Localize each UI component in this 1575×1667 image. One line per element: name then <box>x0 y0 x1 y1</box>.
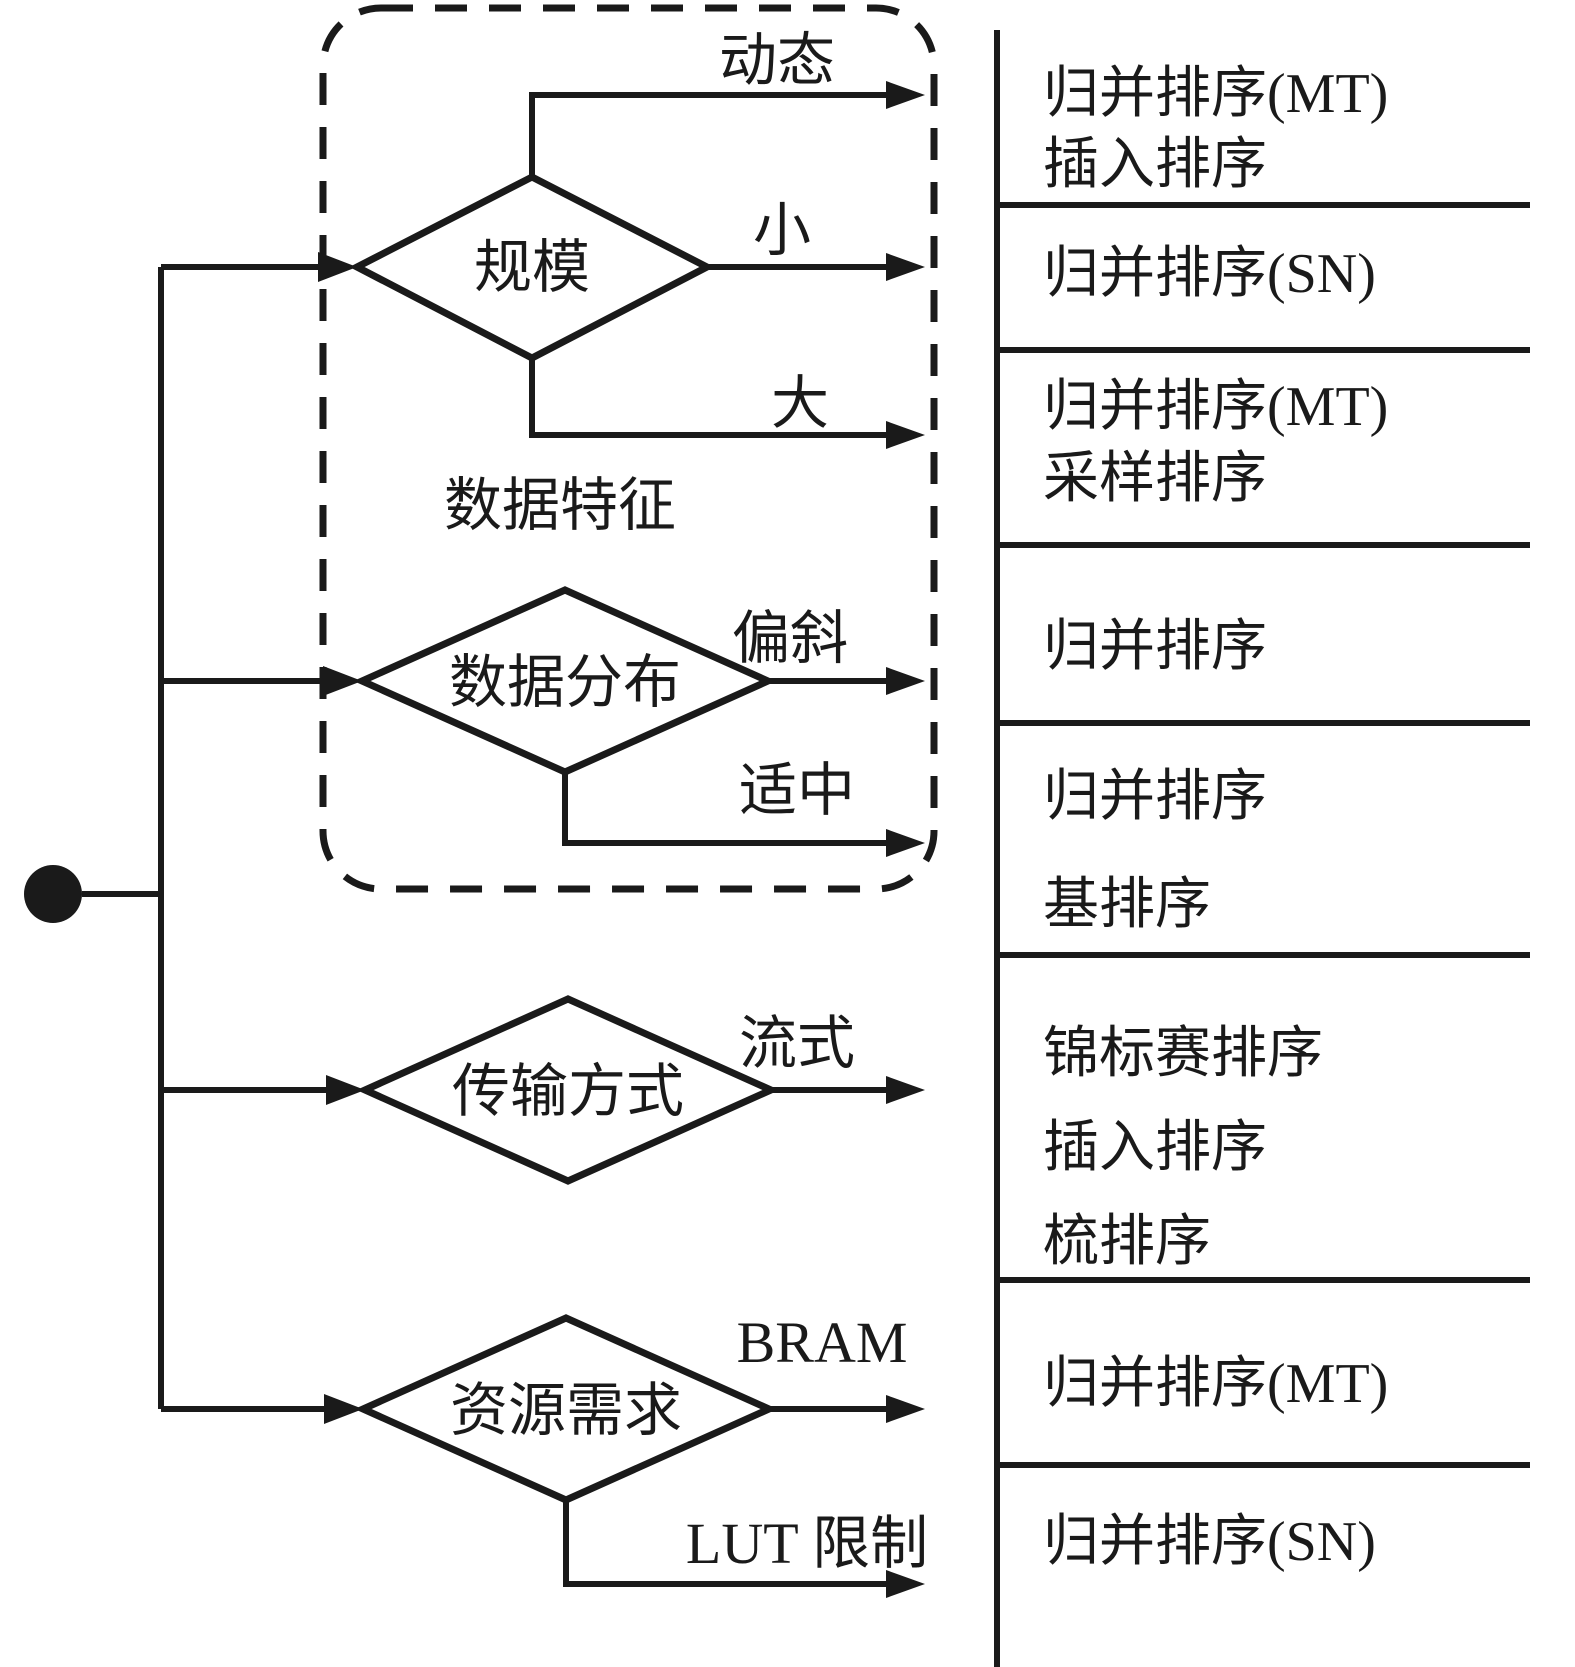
result-row-3-line-2: 采样排序 <box>1043 448 1267 510</box>
branch-label-lut-limit: LUT 限制 <box>686 1511 928 1576</box>
result-row-4-line-1: 归并排序 <box>1043 616 1267 678</box>
branch-label-bram: BRAM <box>737 1310 908 1375</box>
decision-label-distribution: 数据分布 <box>449 650 681 715</box>
result-row-5-line-1: 归并排序 <box>1043 766 1267 828</box>
decision-label-scale: 规模 <box>474 235 590 300</box>
arrowhead-dynamic <box>886 81 925 109</box>
branch-label-moderate: 适中 <box>739 758 855 823</box>
arrowhead-moderate <box>886 829 925 857</box>
branch-label-dynamic: 动态 <box>719 28 835 93</box>
start-node <box>24 865 82 923</box>
branch-label-large: 大 <box>771 371 829 436</box>
result-row-6-line-3: 梳排序 <box>1043 1211 1211 1273</box>
result-row-8-line-1: 归并排序(SN) <box>1043 1511 1376 1573</box>
edge-lut-limit <box>563 1500 894 1587</box>
arrowhead-bram <box>886 1395 925 1423</box>
decision-label-transfer: 传输方式 <box>452 1059 684 1124</box>
result-row-7-line-1: 归并排序(MT) <box>1043 1353 1388 1415</box>
result-row-6-line-1: 锦标赛排序 <box>1043 1023 1323 1085</box>
arrowhead-skewed <box>886 667 925 695</box>
branch-label-small: 小 <box>753 198 811 263</box>
arrowhead-streaming <box>886 1076 925 1104</box>
group-label-data-characteristics: 数据特征 <box>444 473 676 538</box>
arrowhead-large <box>886 421 925 449</box>
arrowhead-into-scale <box>318 252 357 282</box>
edge-dynamic <box>529 92 894 177</box>
result-row-5-line-2: 基排序 <box>1043 874 1211 936</box>
branch-label-streaming: 流式 <box>739 1011 855 1076</box>
edge-moderate <box>562 772 894 846</box>
arrowhead-lut-limit <box>886 1570 925 1598</box>
result-row-6-line-2: 插入排序 <box>1043 1117 1267 1179</box>
arrowhead-into-transfer <box>326 1075 365 1105</box>
arrowhead-small <box>886 253 925 281</box>
branch-label-skewed: 偏斜 <box>732 606 848 671</box>
result-row-3-line-1: 归并排序(MT) <box>1043 376 1388 438</box>
result-row-1-line-1: 归并排序(MT) <box>1043 63 1388 125</box>
edge-large <box>529 358 894 438</box>
arrowhead-into-resource <box>324 1394 363 1424</box>
decision-diamond-transfer <box>356 995 780 1185</box>
decision-label-resource: 资源需求 <box>450 1378 682 1443</box>
result-row-1-line-2: 插入排序 <box>1043 134 1267 196</box>
result-row-2-line-1: 归并排序(SN) <box>1043 243 1376 305</box>
data-characteristics-group-box <box>319 4 938 893</box>
arrowhead-into-distribution <box>323 666 362 696</box>
